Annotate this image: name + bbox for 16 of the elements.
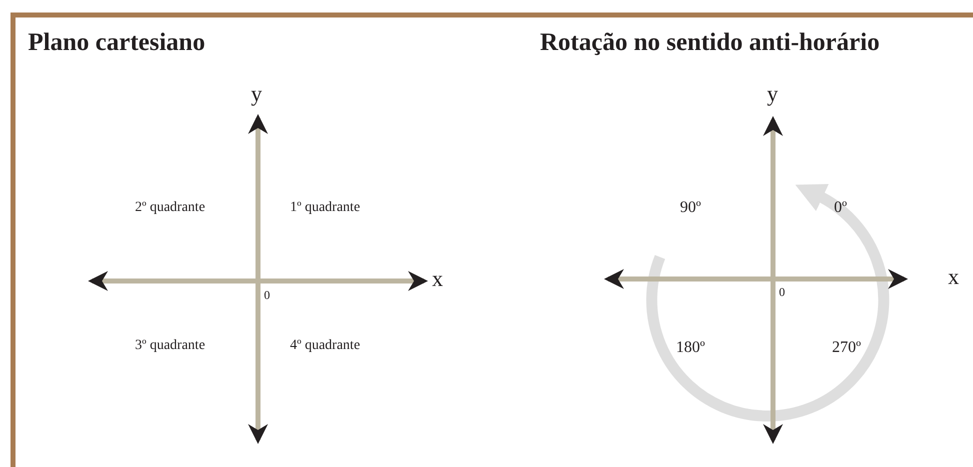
angle-label: 0º <box>834 200 847 216</box>
origin-label: 0 <box>264 289 270 301</box>
axis-label: y <box>767 83 778 105</box>
angle-label: 90º <box>680 200 701 216</box>
quadrant-label: 1º quadrante <box>290 201 360 215</box>
angle-label: 270º <box>832 340 861 356</box>
origin-label: 0 <box>779 286 785 298</box>
axis-label: x <box>948 266 959 288</box>
angle-label: 180º <box>676 340 705 356</box>
quadrant-label: 4º quadrante <box>290 339 360 353</box>
quadrant-label: 2º quadrante <box>135 201 206 215</box>
panel-title: Plano cartesiano <box>28 30 206 55</box>
panel-title: Rotação no sentido anti-horário <box>540 30 880 55</box>
axis-label: x <box>432 268 443 290</box>
quadrant-label: 3º quadrante <box>135 339 206 353</box>
axis-label: y <box>251 83 262 105</box>
